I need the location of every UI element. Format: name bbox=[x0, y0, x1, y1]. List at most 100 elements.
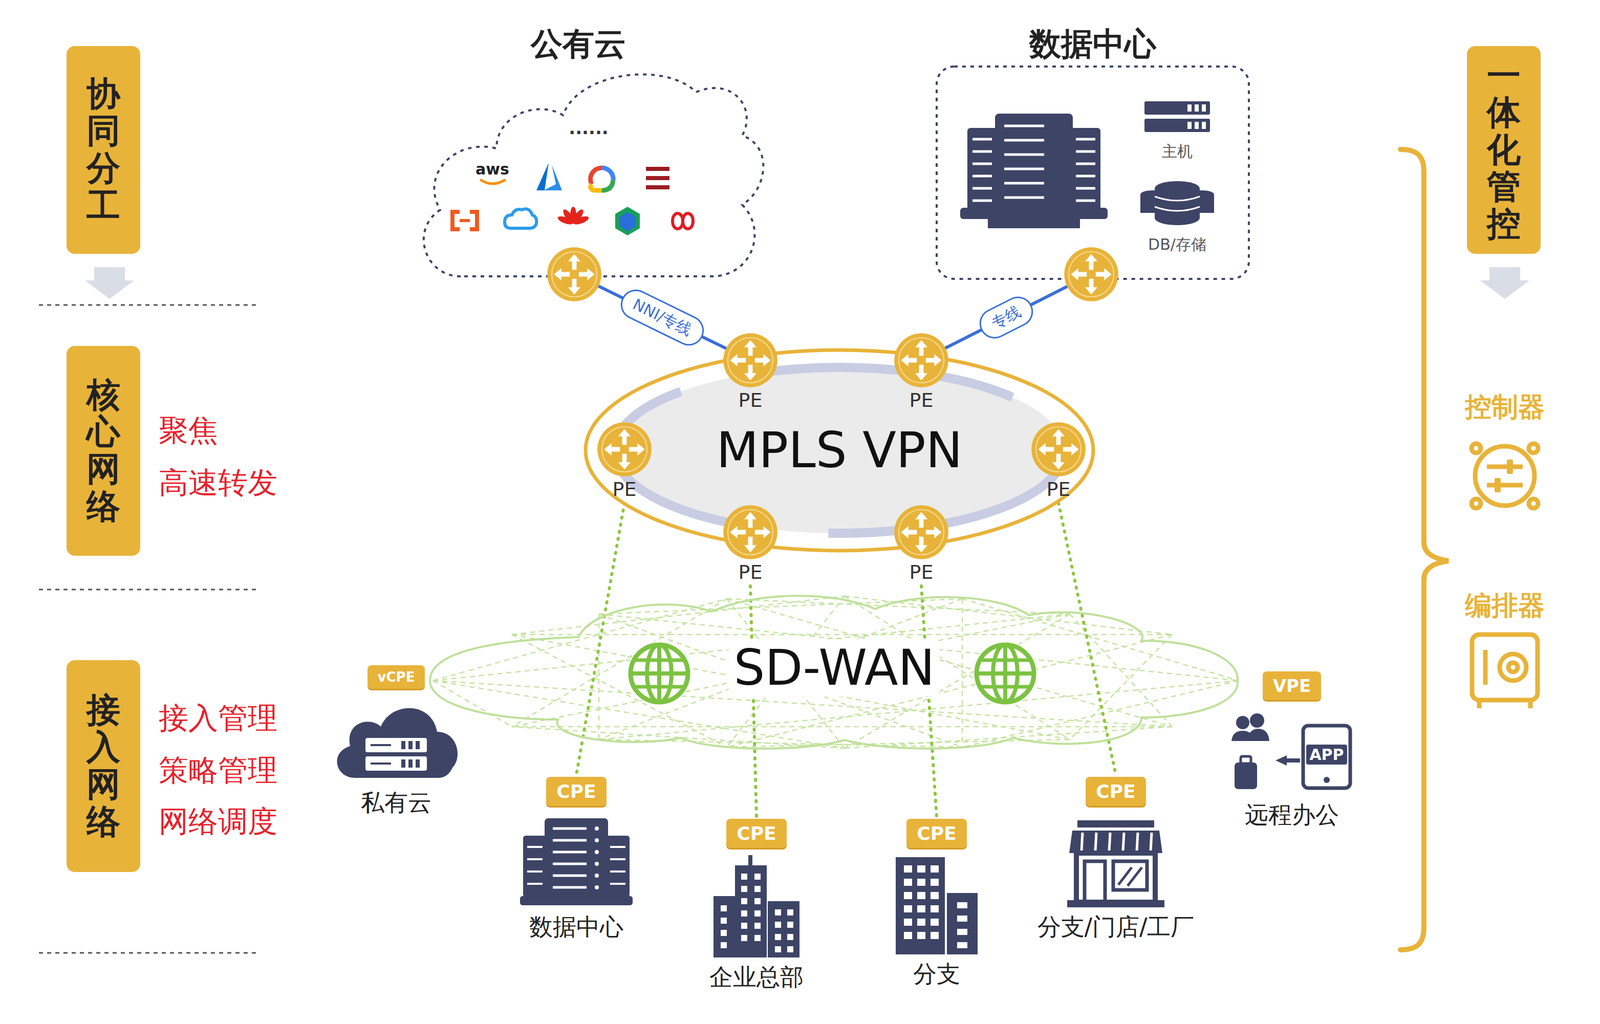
rect-shape bbox=[917, 918, 926, 926]
path-shape bbox=[429, 595, 1238, 749]
polygon-shape bbox=[618, 428, 631, 445]
line-shape bbox=[1486, 464, 1523, 470]
rect-shape bbox=[774, 946, 782, 953]
rect-shape bbox=[1113, 861, 1148, 891]
line-shape bbox=[630, 671, 688, 676]
device-badge: CPE bbox=[906, 818, 967, 849]
device-badge: CPE bbox=[546, 776, 607, 807]
polygon-shape bbox=[915, 536, 928, 553]
rect-shape bbox=[895, 857, 945, 955]
rect-shape bbox=[917, 932, 926, 940]
circle-shape bbox=[727, 337, 773, 383]
path-shape bbox=[1069, 830, 1163, 854]
polygon-shape bbox=[618, 453, 631, 470]
rect-shape bbox=[523, 835, 548, 898]
g-shape bbox=[1085, 253, 1098, 270]
text-label: aws bbox=[475, 160, 510, 179]
line-shape bbox=[961, 598, 964, 748]
polygon-shape bbox=[619, 211, 636, 232]
rect-shape bbox=[787, 909, 794, 916]
circle-shape bbox=[1471, 443, 1481, 453]
rect-shape bbox=[741, 885, 748, 893]
svg-shape bbox=[722, 504, 779, 561]
rect-shape bbox=[365, 756, 427, 771]
rect-shape bbox=[930, 865, 939, 873]
circle-shape bbox=[1236, 716, 1250, 730]
rect-shape bbox=[1140, 194, 1165, 213]
rect-shape bbox=[720, 930, 727, 937]
line-shape bbox=[511, 634, 1173, 636]
rect-shape bbox=[903, 892, 913, 900]
rect-shape bbox=[720, 905, 727, 912]
polygon-shape bbox=[915, 339, 928, 356]
text-label: ...... bbox=[568, 117, 609, 139]
rect-shape bbox=[995, 113, 1073, 216]
line-shape bbox=[552, 874, 587, 878]
line-shape bbox=[552, 886, 587, 890]
node-col: vCPE私有云 bbox=[329, 665, 463, 817]
polygon-shape bbox=[1085, 278, 1098, 295]
rect-shape bbox=[1144, 101, 1210, 115]
line-shape bbox=[1069, 634, 1173, 740]
connector bbox=[576, 503, 625, 775]
rect-shape bbox=[604, 835, 630, 898]
polygon-shape bbox=[1052, 453, 1065, 470]
node-pe: PE bbox=[1030, 421, 1087, 502]
g-shape bbox=[1085, 278, 1098, 295]
text-label: 网络调度 bbox=[158, 802, 278, 842]
rect-shape bbox=[787, 921, 794, 928]
edge-label: 专线 bbox=[974, 291, 1039, 344]
circle-shape bbox=[594, 885, 599, 890]
g-shape bbox=[1052, 428, 1065, 445]
rect-shape bbox=[1234, 762, 1258, 790]
polygon-shape bbox=[1095, 268, 1112, 281]
router-icon bbox=[596, 421, 653, 478]
svg-shape bbox=[1067, 820, 1165, 908]
line-shape bbox=[972, 162, 992, 166]
node-pe: PE bbox=[722, 504, 779, 585]
circle-shape bbox=[594, 873, 599, 878]
line-shape bbox=[370, 744, 392, 747]
g-shape bbox=[618, 428, 631, 445]
router-icon bbox=[546, 246, 603, 303]
rect-shape bbox=[957, 902, 968, 909]
node-vbar: 核心网络 bbox=[66, 346, 141, 556]
line-shape bbox=[38, 589, 256, 591]
g-shape bbox=[618, 453, 631, 470]
circle-shape bbox=[898, 509, 944, 555]
g-shape bbox=[556, 206, 590, 227]
line-shape bbox=[976, 671, 1034, 676]
site-label: 数据中心 bbox=[529, 912, 624, 942]
connector bbox=[921, 586, 937, 817]
g-shape bbox=[960, 101, 1215, 229]
pe-label: PE bbox=[722, 388, 779, 413]
g-shape bbox=[645, 166, 670, 190]
node-vbar: 协同分工 bbox=[66, 46, 141, 254]
polygon-shape bbox=[729, 354, 746, 367]
line-shape bbox=[844, 726, 1173, 749]
line-shape bbox=[527, 882, 543, 885]
device-badge: vCPE bbox=[367, 665, 426, 689]
line-shape bbox=[972, 150, 992, 154]
rect-shape bbox=[1303, 725, 1351, 789]
text-label: DB/存储 bbox=[1148, 234, 1207, 256]
polygon-shape bbox=[1038, 443, 1054, 456]
polygon-shape bbox=[1052, 428, 1065, 445]
g-shape bbox=[38, 305, 256, 954]
line-shape bbox=[1004, 167, 1045, 171]
polygon-shape bbox=[543, 164, 562, 191]
line-shape bbox=[1477, 700, 1482, 709]
line-shape bbox=[511, 614, 1070, 727]
polygon-shape bbox=[603, 443, 620, 456]
text-label: 高速转发 bbox=[158, 463, 278, 504]
rect-shape bbox=[903, 932, 913, 940]
pe-label: PE bbox=[893, 388, 950, 413]
line-shape bbox=[38, 304, 256, 307]
rect-shape bbox=[957, 928, 968, 936]
circle-shape bbox=[594, 861, 599, 867]
rect-shape bbox=[903, 865, 913, 873]
device-badge: CPE bbox=[726, 818, 787, 849]
polygon-shape bbox=[754, 354, 771, 367]
rect-shape bbox=[903, 918, 913, 926]
rect-shape bbox=[401, 759, 406, 768]
